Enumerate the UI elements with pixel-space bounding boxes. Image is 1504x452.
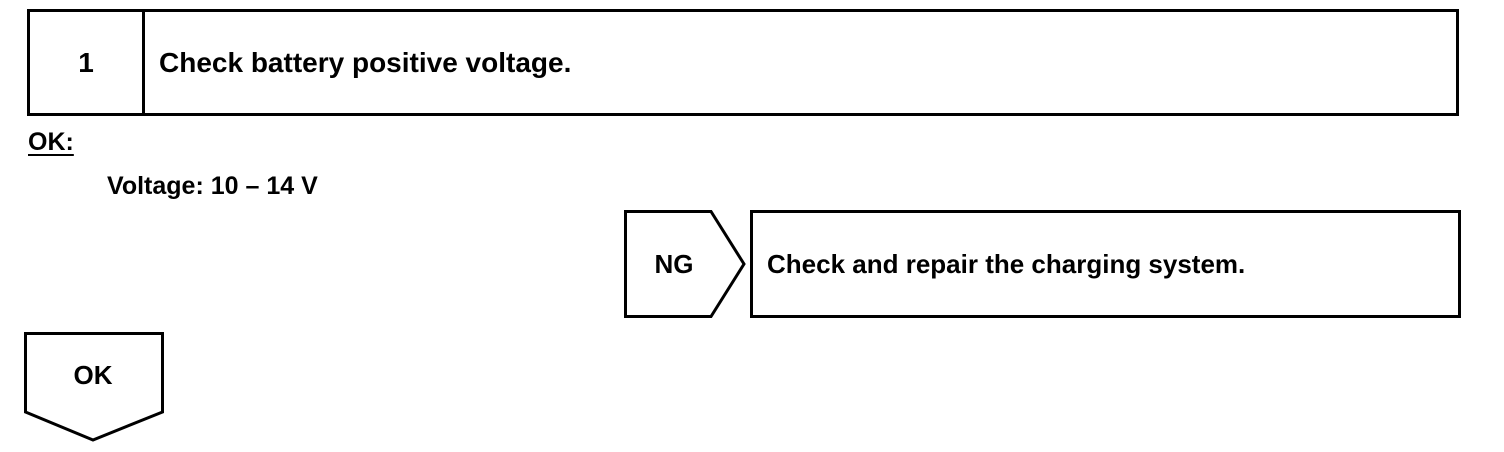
- step-title: Check battery positive voltage.: [159, 46, 572, 78]
- ok-spec-label: OK:: [28, 128, 74, 156]
- voltage-spec: Voltage: 10 – 14 V: [107, 172, 318, 200]
- ng-arrow-shape: [624, 210, 746, 318]
- step-header-box: 1 Check battery positive voltage.: [27, 9, 1459, 116]
- ok-branch-label: OK: [73, 359, 113, 390]
- step-number: 1: [30, 12, 145, 113]
- ok-down-arrow-shape: [24, 332, 164, 442]
- ng-action-box: Check and repair the charging system.: [750, 210, 1461, 318]
- ng-action-text: Check and repair the charging system.: [767, 248, 1246, 279]
- ng-label: NG: [654, 248, 694, 279]
